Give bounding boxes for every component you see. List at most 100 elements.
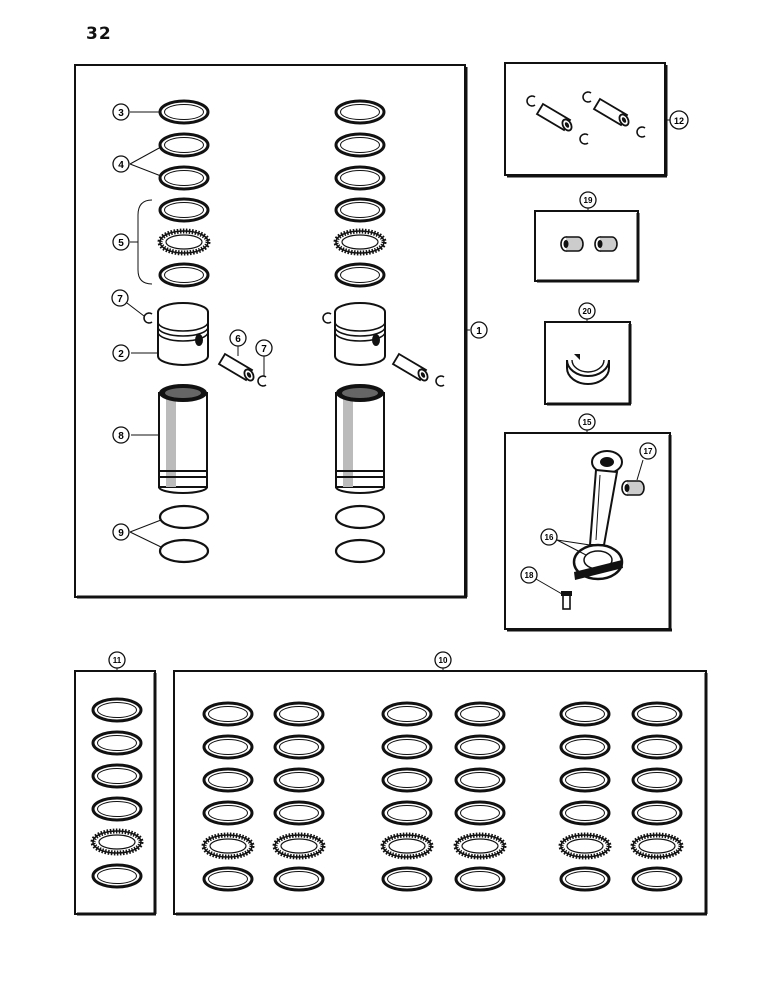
piston-ring-icon bbox=[381, 800, 433, 826]
piston-ring-icon bbox=[454, 701, 506, 727]
piston-icon bbox=[334, 302, 386, 366]
piston-ring-icon bbox=[93, 831, 141, 853]
callout-9: 9 bbox=[112, 523, 130, 541]
piston-pin-icon bbox=[392, 353, 431, 384]
svg-text:7: 7 bbox=[117, 294, 123, 305]
piston-ring-icon bbox=[202, 767, 254, 793]
svg-text:17: 17 bbox=[644, 447, 653, 456]
callout-6: 6 bbox=[229, 329, 247, 347]
svg-text:6: 6 bbox=[235, 334, 241, 345]
piston-ring-icon bbox=[202, 866, 254, 892]
piston-ring-icon bbox=[383, 835, 431, 857]
piston-ring-icon bbox=[91, 763, 143, 789]
piston-ring-icon bbox=[381, 866, 433, 892]
piston-ring-icon bbox=[631, 734, 683, 760]
piston-ring-icon bbox=[454, 767, 506, 793]
callout-10: 10 bbox=[434, 651, 452, 669]
callout-2: 2 bbox=[112, 344, 130, 362]
piston-ring-icon bbox=[91, 730, 143, 756]
svg-text:16: 16 bbox=[545, 533, 554, 542]
piston-ring-icon bbox=[273, 866, 325, 892]
frame-item-11 bbox=[74, 670, 157, 916]
seal-ring-icon bbox=[158, 504, 210, 530]
piston-ring-icon bbox=[273, 800, 325, 826]
svg-text:20: 20 bbox=[583, 307, 592, 316]
svg-text:5: 5 bbox=[118, 238, 124, 249]
callout-1: 1 bbox=[470, 321, 488, 339]
callout-15: 15 bbox=[578, 413, 596, 431]
piston-ring-icon bbox=[631, 701, 683, 727]
piston-ring-icon bbox=[336, 231, 384, 253]
callout-4: 4 bbox=[112, 155, 130, 173]
bushing-icon bbox=[621, 480, 645, 496]
leader-lines bbox=[126, 111, 470, 548]
cylinder-sleeve-icon bbox=[335, 383, 385, 494]
svg-text:8: 8 bbox=[118, 431, 124, 442]
frame-main bbox=[74, 64, 468, 599]
callout-3: 3 bbox=[112, 103, 130, 121]
frame-item-20 bbox=[544, 321, 632, 406]
piston-ring-icon bbox=[158, 165, 210, 191]
piston-ring-icon bbox=[559, 701, 611, 727]
bolt-icon bbox=[561, 591, 572, 610]
piston-ring-icon bbox=[631, 866, 683, 892]
piston-ring-icon bbox=[202, 734, 254, 760]
callout-11: 11 bbox=[108, 651, 126, 669]
snap-ring-icon bbox=[257, 375, 267, 387]
snap-ring-icon bbox=[143, 312, 153, 324]
seal-ring-icon bbox=[334, 538, 386, 564]
piston-ring-icon bbox=[275, 835, 323, 857]
piston-ring-icon bbox=[454, 866, 506, 892]
piston-ring-icon bbox=[160, 231, 208, 253]
piston-ring-icon bbox=[559, 866, 611, 892]
snap-ring-icon bbox=[322, 312, 332, 324]
svg-text:19: 19 bbox=[584, 196, 593, 205]
piston-ring-icon bbox=[91, 796, 143, 822]
bushing-icon bbox=[594, 236, 618, 252]
snap-ring-icon bbox=[579, 133, 589, 145]
connecting-rod-icon bbox=[572, 450, 624, 581]
piston-ring-icon bbox=[202, 701, 254, 727]
snap-ring-icon bbox=[636, 126, 646, 138]
callout-16: 16 bbox=[540, 528, 558, 546]
svg-text:1: 1 bbox=[476, 326, 482, 337]
piston-ring-icon bbox=[559, 734, 611, 760]
piston-ring-icon bbox=[456, 835, 504, 857]
piston-ring-icon bbox=[202, 800, 254, 826]
svg-text:10: 10 bbox=[439, 656, 448, 665]
piston-ring-icon bbox=[381, 734, 433, 760]
piston-pin-icon bbox=[536, 103, 575, 134]
svg-text:18: 18 bbox=[525, 571, 534, 580]
svg-text:7: 7 bbox=[261, 344, 267, 355]
frame-item-15 bbox=[504, 432, 672, 632]
callout-17: 17 bbox=[639, 442, 657, 460]
frame-item-12 bbox=[504, 62, 668, 178]
piston-ring-icon bbox=[334, 262, 386, 288]
frame-item-19 bbox=[534, 210, 640, 283]
piston-ring-icon bbox=[561, 835, 609, 857]
callout-19: 19 bbox=[579, 191, 597, 209]
piston-ring-icon bbox=[91, 697, 143, 723]
callout-7a: 7 bbox=[111, 289, 129, 307]
svg-text:4: 4 bbox=[118, 160, 124, 171]
svg-text:9: 9 bbox=[118, 528, 124, 539]
snap-ring-icon bbox=[526, 95, 536, 107]
piston-ring-icon bbox=[158, 262, 210, 288]
piston-ring-icon bbox=[334, 165, 386, 191]
piston-ring-icon bbox=[633, 835, 681, 857]
piston-ring-icon bbox=[559, 800, 611, 826]
piston-pin-icon bbox=[593, 98, 632, 129]
svg-text:11: 11 bbox=[113, 656, 122, 665]
frame-item-10 bbox=[173, 670, 708, 916]
piston-ring-icon bbox=[273, 734, 325, 760]
callout-20: 20 bbox=[578, 302, 596, 320]
piston-ring-icon bbox=[454, 800, 506, 826]
callout-18: 18 bbox=[520, 566, 538, 584]
piston-ring-icon bbox=[381, 701, 433, 727]
cylinder-sleeve-icon bbox=[158, 383, 208, 494]
piston-pin-icon bbox=[218, 353, 257, 384]
piston-ring-icon bbox=[158, 99, 210, 125]
svg-text:2: 2 bbox=[118, 349, 124, 360]
piston-ring-icon bbox=[631, 800, 683, 826]
